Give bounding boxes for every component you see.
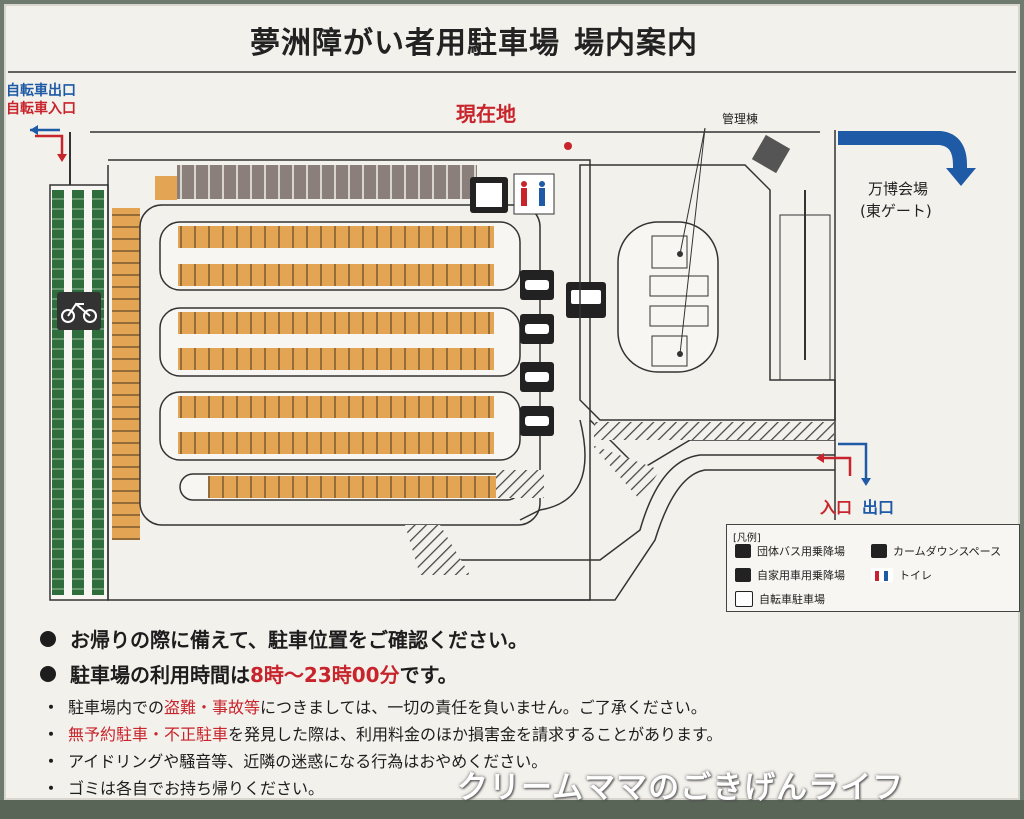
parking-rows	[159, 221, 544, 501]
left-stall-column	[112, 208, 140, 540]
legend-bus-label: 団体バス用乗降場	[757, 545, 845, 558]
entrance-arrow	[816, 453, 824, 463]
note-5: ・アイドリングや騒音等、近隣の迷惑になる行為はおやめください。	[42, 752, 548, 771]
watermark: クリームママのごきげんライフ	[457, 770, 905, 806]
legend: [凡例] 団体バス用乗降場 自家用車用乗降場 自転車駐車場 カームダウンスペース…	[726, 524, 1020, 612]
bike-stalls-left	[52, 190, 64, 595]
admin-building-label: 管理棟	[722, 112, 759, 126]
page-title: 夢洲障がい者用駐車場場内案内	[250, 18, 698, 62]
admin-island	[617, 221, 719, 373]
note-3: ・駐車場内での盗難・事故等につきましては、一切の責任を負いません。ご了承ください…	[42, 698, 707, 717]
bicycle-icon	[57, 292, 101, 330]
bus-icon	[735, 544, 751, 558]
bullet-dot-icon	[40, 665, 56, 682]
note-6: ・ゴミは各自でお持ち帰りください。	[42, 779, 325, 798]
legend-bus: 団体バス用乗降場	[735, 543, 845, 559]
note-1: お帰りの際に備えて、駐車位置をご確認ください。	[40, 624, 722, 653]
expo-venue-label: 万博会場	[868, 180, 929, 198]
bike-stalls-right	[92, 190, 104, 595]
legend-header: [凡例]	[733, 533, 761, 544]
toilet-icon	[871, 568, 893, 582]
bullet-dot-icon	[40, 630, 56, 647]
legend-toilet-label: トイレ	[899, 569, 932, 582]
entrance-label: 入口	[820, 498, 853, 517]
hatched-zone	[594, 422, 834, 440]
legend-car: 自家用車用乗降場	[735, 567, 845, 583]
expo-arrow	[946, 168, 976, 186]
legend-car-label: 自家用車用乗降場	[757, 569, 845, 582]
bike-exit-label: 自転車出口	[6, 83, 76, 99]
hours-value: 8時〜23時00分	[250, 663, 400, 687]
calm-down-icon	[871, 544, 887, 558]
legend-calm: カームダウンスペース	[871, 543, 1001, 559]
legend-bike-label: 自転車駐車場	[759, 593, 825, 606]
exit-label: 出口	[862, 498, 895, 517]
bike-entrance-label: 自転車入口	[6, 101, 76, 117]
current-location-dot	[564, 142, 572, 150]
note-4: ・無予約駐車・不正駐車を発見した際は、利用料金のほか損害金を請求することがありま…	[42, 725, 723, 744]
bike-stalls-mid	[72, 190, 84, 595]
bicycle-icon	[735, 591, 753, 607]
legend-calm-label: カームダウンスペース	[893, 545, 1002, 558]
east-gate-label: (東ゲート)	[860, 202, 932, 220]
current-location-label: 現在地	[456, 102, 516, 126]
ground-strip	[0, 800, 1024, 819]
car-icon	[735, 568, 751, 582]
exit-arrow	[861, 478, 871, 486]
title-sub: 場内案内	[574, 26, 698, 61]
title-main: 夢洲障がい者用駐車場	[250, 26, 560, 61]
legend-toilet: トイレ	[871, 567, 932, 583]
car-dropoff-icons	[470, 173, 606, 436]
legend-bike: 自転車駐車場	[735, 591, 825, 607]
top-gray-stalls	[177, 165, 477, 199]
